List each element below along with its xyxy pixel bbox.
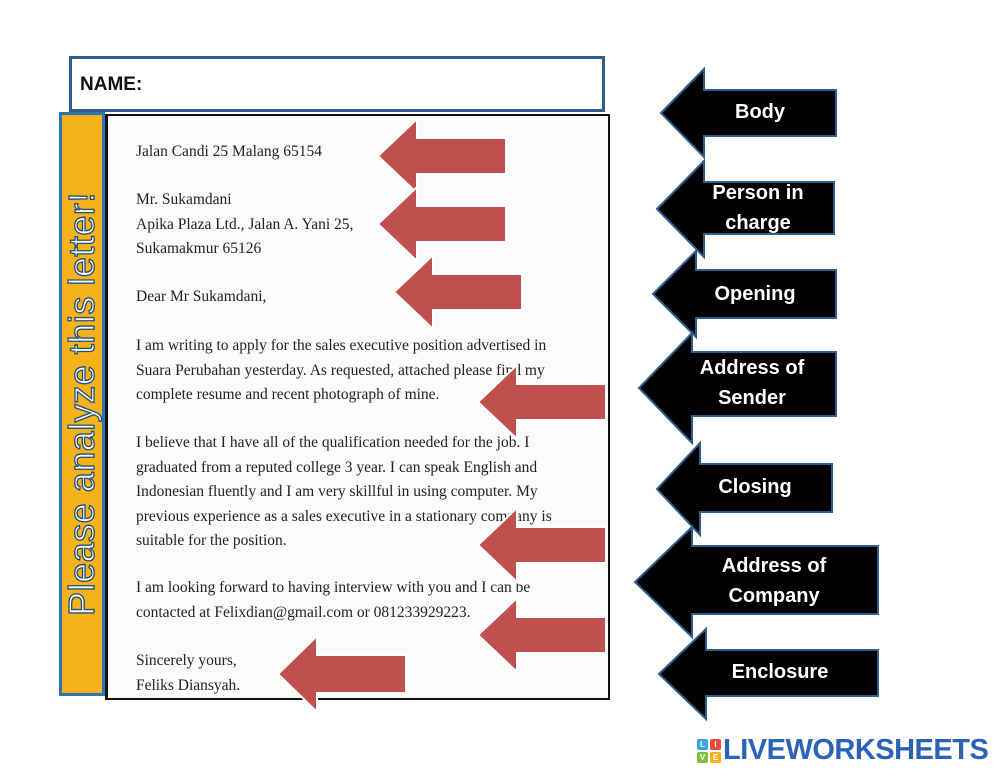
salutation-text: Dear Mr Sukamdani, <box>136 288 267 305</box>
paragraph-3-text: I am looking forward to having interview… <box>136 579 531 621</box>
label-closing[interactable]: Closing <box>718 476 792 498</box>
drop-target-arrow-5[interactable] <box>476 506 610 584</box>
label-enclosure[interactable]: Enclosure <box>731 661 829 683</box>
label-address-of-sender[interactable]: Address of Sender <box>699 357 805 409</box>
logo-text: LIVEWORKSHEETS <box>723 734 989 766</box>
logo-block-e: E <box>710 752 721 763</box>
label-opening[interactable]: Opening <box>714 283 796 305</box>
logo-block-i: I <box>710 739 721 750</box>
label-arrow-address-of-company[interactable] <box>632 524 882 640</box>
paragraph-1-text: I am writing to apply for the sales exec… <box>136 337 547 403</box>
label-arrow-address-of-sender[interactable] <box>636 330 840 446</box>
drop-target-arrow-7[interactable] <box>276 634 410 714</box>
logo-blocks-icon: L I V E <box>697 739 721 763</box>
side-instruction-strip <box>59 112 105 696</box>
label-arrow-opening[interactable] <box>650 248 840 340</box>
label-arrow-person-in-charge[interactable] <box>654 158 838 260</box>
label-person-in-charge[interactable]: Person in charge <box>712 182 804 234</box>
drop-target-arrow-4[interactable] <box>476 363 610 441</box>
logo-block-l: L <box>697 739 708 750</box>
label-address-of-company[interactable]: Address of Company <box>721 555 827 607</box>
letter-panel: Jalan Candi 25 Malang 65154 Mr. Sukamdan… <box>105 114 610 700</box>
label-body[interactable]: Body <box>735 101 785 123</box>
logo-block-v: V <box>697 752 708 763</box>
closing-text: Sincerely yours, Feliks Diansyah. <box>136 652 241 694</box>
paragraph-2-text: I believe that I have all of the qualifi… <box>136 434 552 549</box>
sender-address-text: Jalan Candi 25 Malang 65154 <box>136 143 322 160</box>
drop-target-arrow-6[interactable] <box>476 596 610 674</box>
drop-target-arrow-3[interactable] <box>392 253 526 331</box>
name-field-box: NAME: <box>69 56 605 112</box>
name-label: NAME: <box>80 74 143 95</box>
drop-target-arrow-2[interactable] <box>376 185 510 263</box>
side-instruction-text: Please analyze this letter! <box>60 191 102 616</box>
label-arrow-body[interactable] <box>658 66 840 160</box>
drop-target-arrow-1[interactable] <box>376 117 510 195</box>
label-arrow-enclosure[interactable] <box>656 626 882 722</box>
label-arrow-closing[interactable] <box>654 440 836 538</box>
recipient-text: Mr. Sukamdani Apika Plaza Ltd., Jalan A.… <box>136 191 354 257</box>
